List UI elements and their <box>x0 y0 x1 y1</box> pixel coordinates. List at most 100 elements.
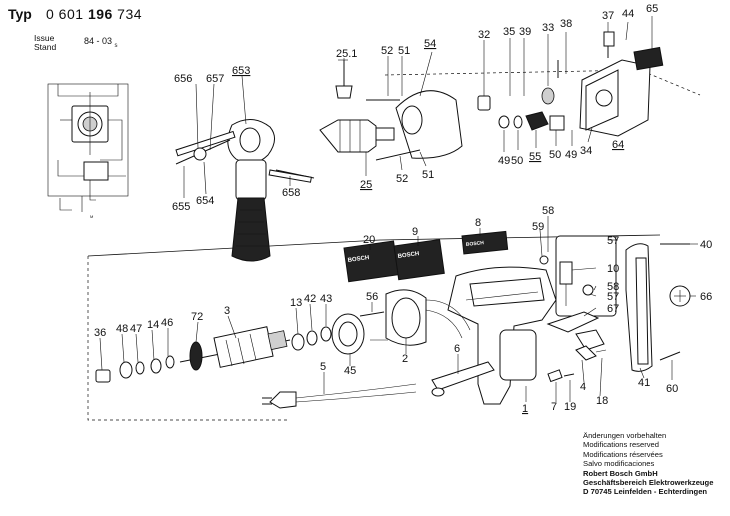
callout-47: 47 <box>130 323 142 335</box>
callout-10: 10 <box>607 263 619 275</box>
callout-59: 59 <box>532 221 544 233</box>
callout-33: 33 <box>542 22 554 34</box>
callout-50-right: 50 <box>549 149 561 161</box>
callout-1: 1 <box>522 403 528 415</box>
callout-35: 35 <box>503 26 515 38</box>
type-number-bold: 196 <box>87 6 113 22</box>
handle-cover <box>625 243 691 372</box>
callout-55: 55 <box>529 151 541 163</box>
callout-5: 5 <box>320 361 326 373</box>
callout-41: 41 <box>638 377 650 389</box>
callout-9: 9 <box>412 226 418 238</box>
footer-line-fr: Modifications réservées <box>583 449 663 459</box>
footer-line-es: Salvo modificaciones <box>583 459 655 469</box>
callout-49-right: 49 <box>565 149 577 161</box>
callout-7: 7 <box>551 401 557 413</box>
footer-address: D 70745 Leinfelden - Echterdingen <box>583 487 708 497</box>
armature-and-bearings <box>95 326 332 383</box>
callout-32: 32 <box>478 29 490 41</box>
plate-8-brand: BOSCH <box>466 240 485 248</box>
cord-and-guard <box>262 361 495 409</box>
callout-654: 654 <box>196 195 214 207</box>
callout-657: 657 <box>206 73 224 85</box>
callout-57-top: 57 <box>607 235 619 247</box>
callout-19: 19 <box>564 401 576 413</box>
callout-653: 653 <box>232 65 250 77</box>
callout-3: 3 <box>224 305 230 317</box>
callout-2: 2 <box>402 353 408 365</box>
motor-housing-rear <box>477 31 664 137</box>
main-housing <box>447 266 557 405</box>
plate-9-brand: BOSCH <box>397 251 419 260</box>
callout-18: 18 <box>596 395 608 407</box>
callout-4: 4 <box>580 381 586 393</box>
callout-20: 20 <box>363 234 375 246</box>
issue-suffix: s <box>114 42 118 49</box>
issue-stand-label: Issue Stand <box>34 34 56 52</box>
callout-36: 36 <box>94 327 106 339</box>
footer-line-en: Modifications reserved <box>583 440 659 450</box>
chuck-and-gear-housing <box>319 59 463 161</box>
stand-label: Stand <box>34 42 57 52</box>
callout-25: 25 <box>360 179 372 191</box>
callout-34: 34 <box>580 145 592 157</box>
type-label: Typ <box>8 6 32 22</box>
callout-56: 56 <box>366 291 378 303</box>
callout-655: 655 <box>172 201 190 213</box>
callout-50-left: 50 <box>511 155 523 167</box>
callout-64: 64 <box>612 139 624 151</box>
footer-block: Änderungen vorbehalten Modifications res… <box>583 431 713 497</box>
callout-52-top: 52 <box>381 45 393 57</box>
switch-assembly <box>539 235 617 351</box>
callout-656: 656 <box>174 73 192 85</box>
callout-54: 54 <box>424 38 436 50</box>
footer-company: Robert Bosch GmbH <box>583 468 658 478</box>
issue-date: 84 - 03 <box>84 36 113 46</box>
callout-72: 72 <box>191 311 203 323</box>
callout-8: 8 <box>475 217 481 229</box>
callout-67: 67 <box>607 303 619 315</box>
callout-14: 14 <box>147 319 159 331</box>
callout-51-top: 51 <box>398 45 410 57</box>
nameplates: BOSCH BOSCH BOSCH <box>343 230 509 283</box>
wiring-schematic: M <box>47 83 129 219</box>
callout-58-top: 58 <box>542 205 554 217</box>
callout-66: 66 <box>700 291 712 303</box>
callout-45: 45 <box>344 365 356 377</box>
callout-48: 48 <box>116 323 128 335</box>
callout-13: 13 <box>290 297 302 309</box>
issue-value: 84 - 03 s <box>84 36 118 49</box>
svg-text:M: M <box>90 214 93 219</box>
callout-42: 42 <box>304 293 316 305</box>
callout-52-bottom: 52 <box>396 173 408 185</box>
small-parts <box>547 345 607 383</box>
callout-51-bottom: 51 <box>422 169 434 181</box>
callout-46: 46 <box>161 317 173 329</box>
callout-658: 658 <box>282 187 300 199</box>
callout-39: 39 <box>519 26 531 38</box>
callout-38: 38 <box>560 18 572 30</box>
field-and-fan-guide <box>331 289 471 355</box>
leader-lines <box>99 16 698 402</box>
callout-60: 60 <box>666 383 678 395</box>
callout-57-bottom: 57 <box>607 291 619 303</box>
footer-division: Geschäftsbereich Elektrowerkzeuge <box>583 478 714 488</box>
side-handle <box>175 119 315 262</box>
callout-37: 37 <box>602 10 614 22</box>
callout-40: 40 <box>700 239 712 251</box>
callout-6: 6 <box>454 343 460 355</box>
type-number: 0 601 196 734 <box>46 6 142 22</box>
type-number-suffix: 734 <box>112 6 143 22</box>
callout-25-1: 25.1 <box>336 48 357 60</box>
callout-65: 65 <box>646 3 658 15</box>
callout-numbers: 25.1 52 51 54 32 35 39 33 38 37 44 65 65… <box>94 3 712 415</box>
callout-43: 43 <box>320 293 332 305</box>
callout-44: 44 <box>622 8 634 20</box>
footer-line-de: Änderungen vorbehalten <box>583 431 667 440</box>
callout-49-left: 49 <box>498 155 510 167</box>
type-number-prefix: 0 601 <box>46 6 88 22</box>
issue-label: Issue <box>34 33 55 43</box>
callout-58-bottom: 58 <box>607 281 619 293</box>
